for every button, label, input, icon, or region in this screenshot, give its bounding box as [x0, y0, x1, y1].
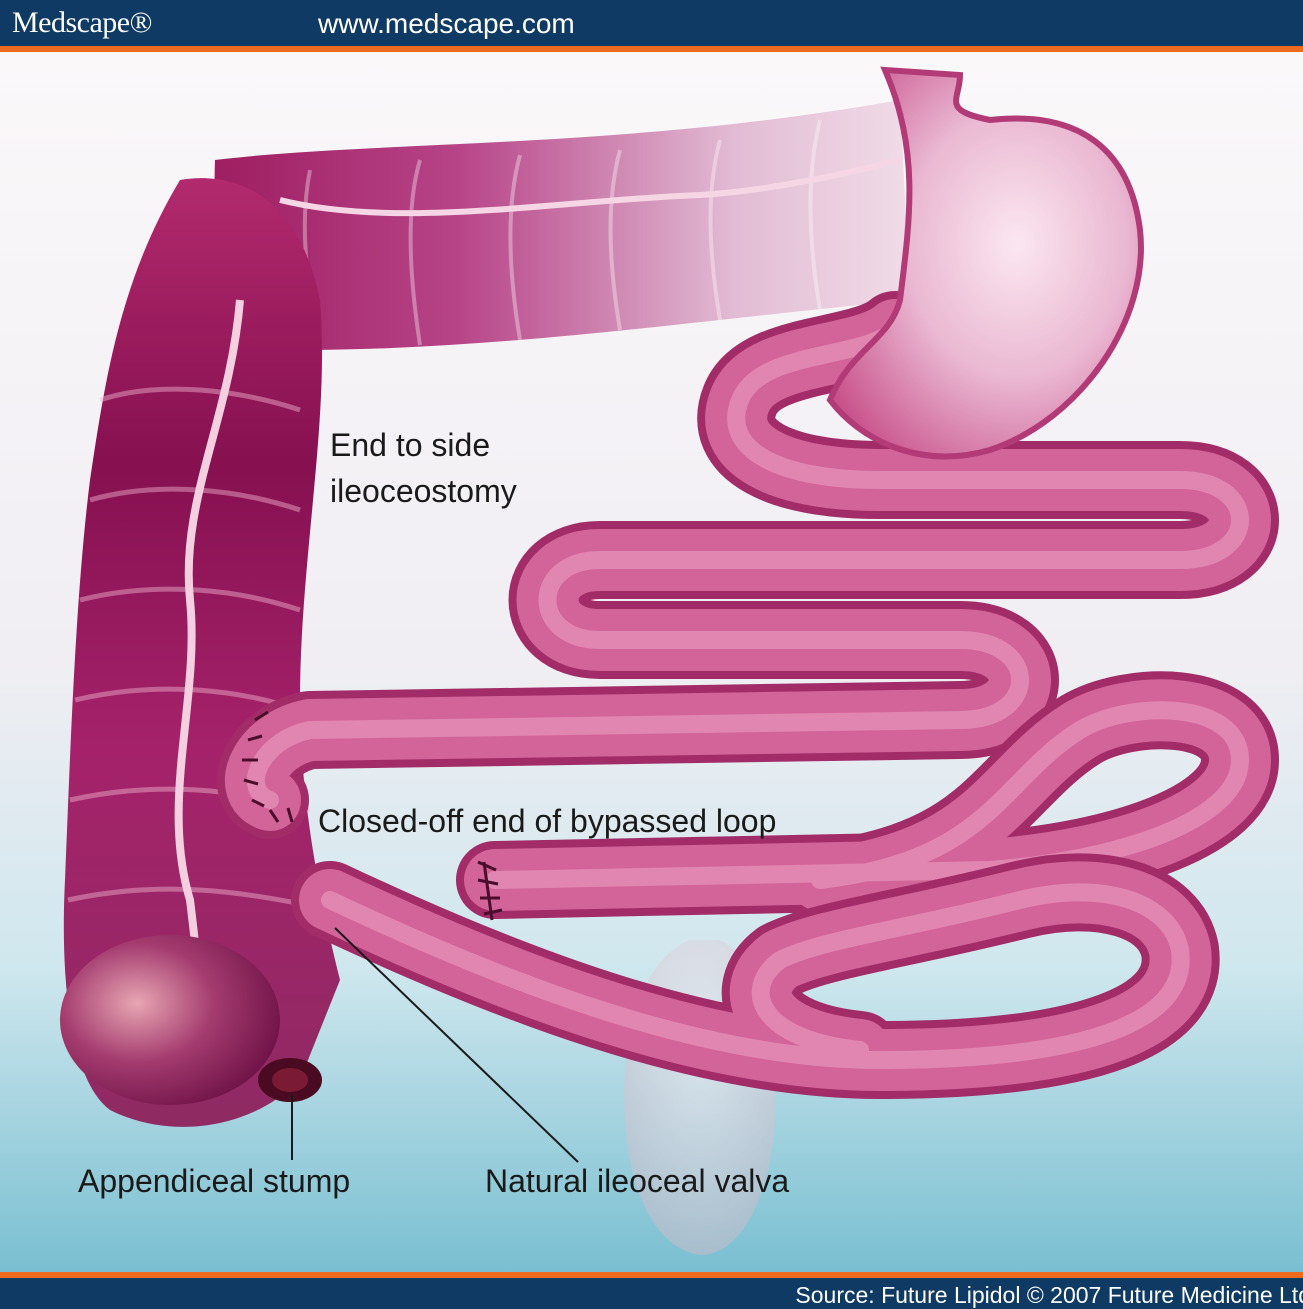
label-end-to-side: End to side	[330, 427, 490, 463]
label-ileoceal-valva: Natural ileoceal valva	[485, 1163, 789, 1199]
header-bar: Medscape® www.medscape.com	[0, 0, 1303, 46]
footer-bar: Source: Future Lipidol © 2007 Future Med…	[0, 1278, 1303, 1309]
source-credit: Source: Future Lipidol © 2007 Future Med…	[795, 1282, 1303, 1309]
label-closed-off-end: Closed-off end of bypassed loop	[318, 803, 776, 839]
cecum	[60, 935, 280, 1105]
illustration-area: End to side ileoceostomy Closed-off end …	[0, 52, 1303, 1272]
medscape-logo: Medscape®	[12, 6, 152, 40]
label-ileoceostomy: ileoceostomy	[330, 473, 517, 509]
label-appendiceal-stump: Appendiceal stump	[78, 1163, 350, 1199]
site-url: www.medscape.com	[318, 8, 575, 40]
bypass-diagram: End to side ileoceostomy Closed-off end …	[0, 52, 1303, 1272]
